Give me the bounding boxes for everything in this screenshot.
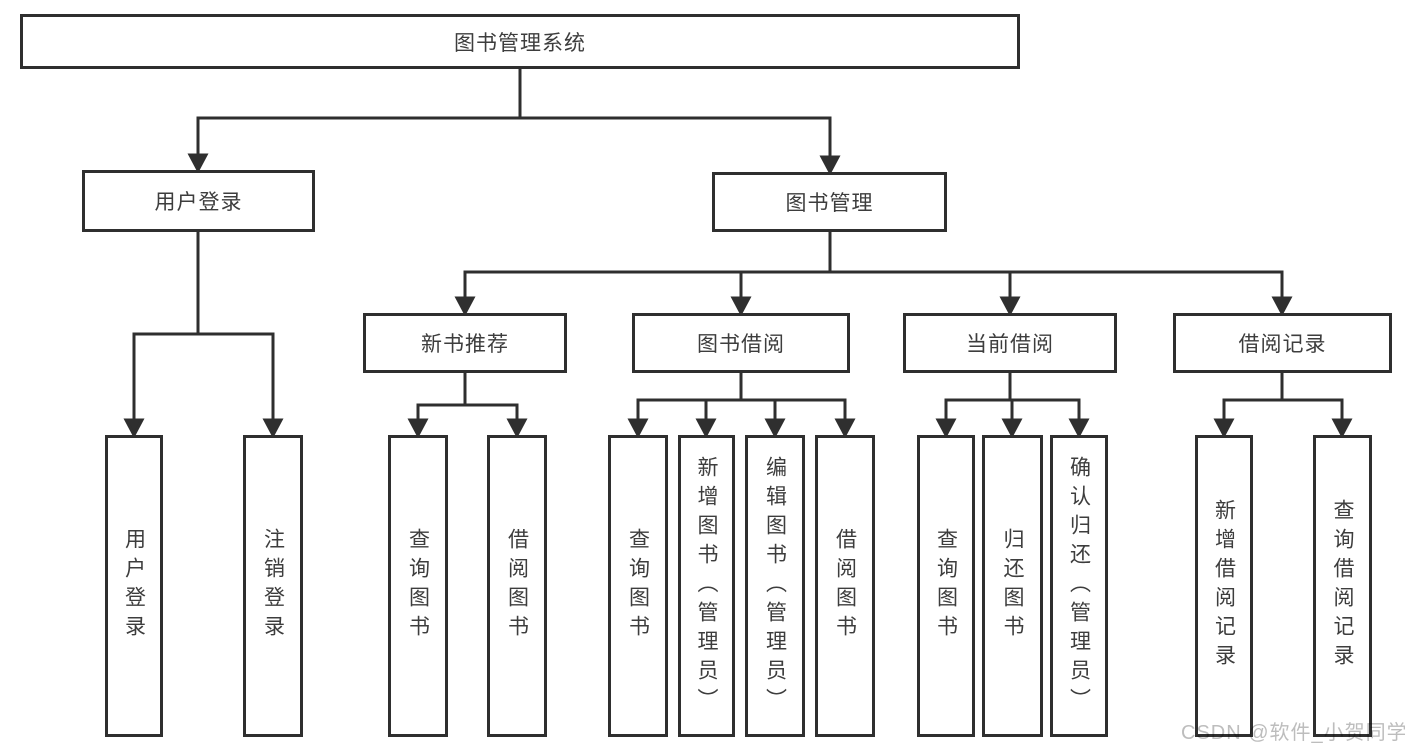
node-book-mgmt-label: 图书管理	[785, 192, 874, 215]
node-new-books-label: 新书推荐	[421, 333, 509, 356]
leaf-current-confirm-admin: 确认归还（管理员）	[1050, 435, 1108, 737]
watermark: CSDN @软件_小贺同学	[1181, 722, 1405, 744]
connector-book-borrow-children	[627, 373, 856, 439]
leaf-borrow-edit-admin: 编辑图书（管理员）	[745, 435, 805, 737]
node-user-login-label: 用户登录	[154, 191, 243, 214]
node-book-borrow-label: 图书借阅	[697, 333, 785, 356]
node-root: 图书管理系统	[20, 14, 1020, 69]
node-root-label: 图书管理系统	[454, 31, 586, 55]
leaf-current-return: 归还图书	[982, 435, 1043, 737]
leaf-newbooks-query: 查询图书	[388, 435, 448, 737]
leaf-logout: 注销登录	[243, 435, 303, 737]
connector-book-mgmt-children	[454, 232, 1293, 317]
node-current-borrow: 当前借阅	[903, 313, 1117, 373]
node-user-login: 用户登录	[82, 170, 315, 232]
node-book-mgmt: 图书管理	[712, 172, 947, 232]
leaf-borrow-borrow: 借阅图书	[815, 435, 875, 737]
leaf-borrow-add-admin: 新增图书（管理员）	[678, 435, 735, 737]
connector-user-login-children	[123, 232, 284, 439]
leaf-current-query: 查询图书	[917, 435, 975, 737]
leaf-borrow-query: 查询图书	[608, 435, 668, 737]
leaf-records-query: 查询借阅记录	[1313, 435, 1372, 737]
node-new-books: 新书推荐	[363, 313, 567, 373]
node-book-borrow: 图书借阅	[632, 313, 850, 373]
node-current-borrow-label: 当前借阅	[966, 333, 1054, 356]
leaf-newbooks-borrow: 借阅图书	[487, 435, 547, 737]
connector-root-to-level2	[187, 68, 841, 176]
node-borrow-records-label: 借阅记录	[1238, 333, 1327, 356]
connector-borrow-records-children	[1213, 373, 1353, 439]
leaf-records-add: 新增借阅记录	[1195, 435, 1253, 737]
connector-current-borrow-children	[935, 373, 1090, 439]
leaf-user-login: 用户登录	[105, 435, 163, 737]
connector-new-books-children	[407, 373, 528, 439]
node-borrow-records: 借阅记录	[1173, 313, 1392, 373]
